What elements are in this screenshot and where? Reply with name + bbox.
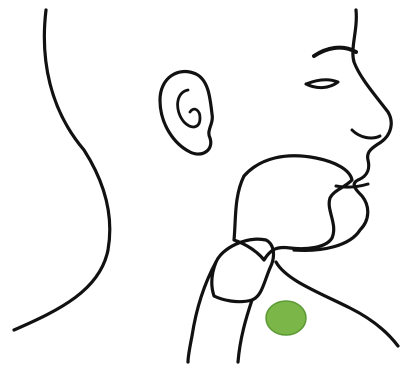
back-of-head-outline [14, 10, 110, 330]
trachea-line [238, 300, 252, 362]
ear-inner-curve [178, 90, 200, 127]
eye [306, 80, 338, 88]
larynx-outline [212, 239, 274, 301]
thyroid-highlight [266, 301, 306, 335]
eyebrow [314, 48, 356, 56]
ear-outline [160, 72, 212, 155]
nostril-line [352, 130, 380, 138]
mandible-outline [234, 156, 352, 260]
